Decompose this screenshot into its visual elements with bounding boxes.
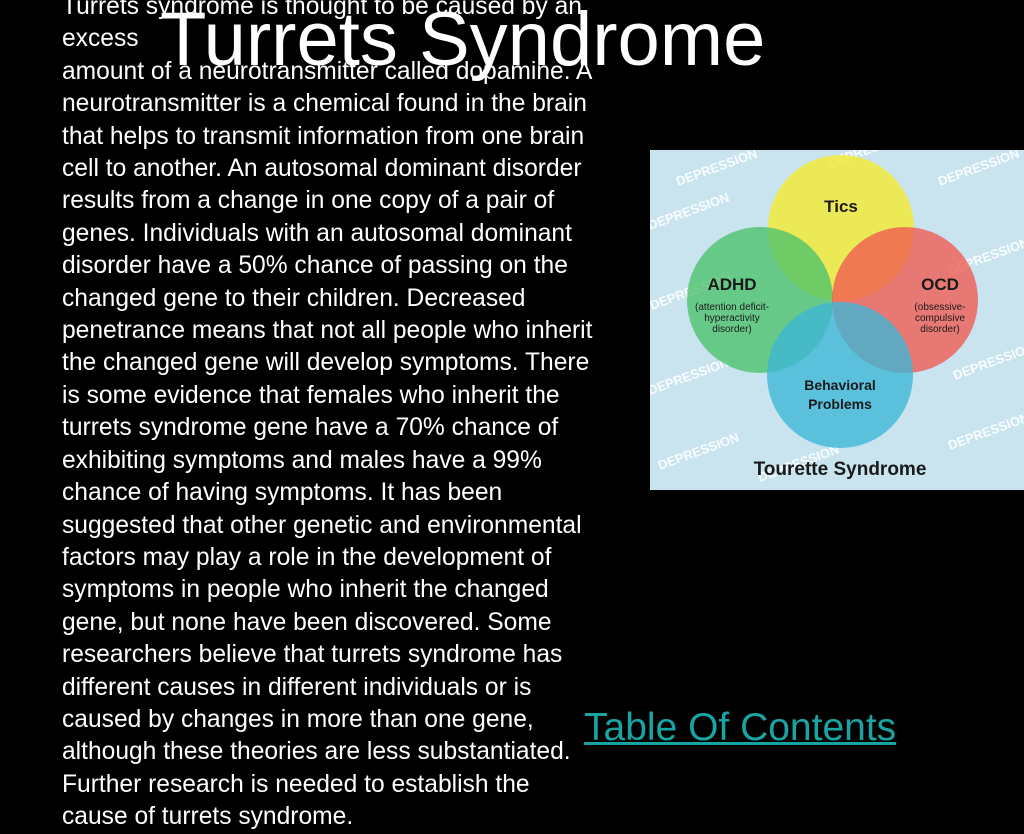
body-line: cause of turrets syndrome. [62, 803, 354, 831]
body-line: exhibiting symptoms and males have a 99% [62, 446, 542, 474]
body-line: suggested that other genetic and environ… [62, 511, 582, 539]
behavioral-label: Behavioral [804, 377, 876, 393]
body-line: genes. Individuals with an autosomal dom… [62, 219, 572, 247]
adhd-sub-label: hyperactivity [704, 313, 760, 324]
body-line: penetrance means that not all people who… [62, 317, 593, 345]
body-line: that helps to transmit information from … [62, 122, 585, 150]
body-line: caused by changes in more than one gene, [62, 705, 534, 733]
body-line: researchers believe that turrets syndrom… [62, 641, 563, 669]
body-line: Turrets syndrome is thought to be caused… [62, 0, 582, 53]
venn-diagram-svg: DEPRESSION DEPRESSION DEPRESSION DEPRESS… [650, 150, 1024, 490]
ocd-sub-label: (obsessive- [914, 302, 965, 313]
body-line: Further research is needed to establish … [62, 770, 530, 798]
adhd-sub-label: disorder) [712, 324, 751, 335]
body-line: chance of having symptoms. It has been [62, 479, 503, 507]
body-line: disorder have a 50% chance of passing on… [62, 252, 568, 280]
behavioral-circle [767, 302, 913, 448]
diagram-caption: Tourette Syndrome [754, 459, 927, 480]
body-line: although these theories are less substan… [62, 738, 571, 766]
body-line: the changed gene will develop symptoms. … [62, 349, 590, 377]
body-line: factors may play a role in the developme… [62, 543, 552, 571]
body-line: turrets syndrome gene have a 70% chance … [62, 414, 559, 442]
table-of-contents-link[interactable]: Table Of Contents [584, 706, 897, 749]
tics-label: Tics [824, 197, 858, 216]
body-line: neurotransmitter is a chemical found in … [62, 90, 587, 118]
body-text: Turrets syndrome is thought to be caused… [62, 0, 652, 834]
body-line: gene, but none have been discovered. Som… [62, 608, 552, 636]
slide-title: Turrets Syndrome [160, 0, 766, 82]
body-line: symptoms in people who inherit the chang… [62, 576, 549, 604]
ocd-sub-label: compulsive [915, 313, 965, 324]
body-line: changed gene to their children. Decrease… [62, 284, 526, 312]
body-line: results from a change in one copy of a p… [62, 187, 555, 215]
body-line: cell to another. An autosomal dominant d… [62, 155, 582, 183]
ocd-label: OCD [921, 275, 959, 294]
adhd-label: ADHD [707, 275, 756, 294]
body-line: is some evidence that females who inheri… [62, 381, 560, 409]
adhd-sub-label: (attention deficit- [695, 302, 769, 313]
venn-diagram-image: DEPRESSION DEPRESSION DEPRESSION DEPRESS… [650, 150, 1024, 490]
ocd-sub-label: disorder) [920, 324, 959, 335]
body-line: different causes in different individual… [62, 673, 532, 701]
behavioral-label: Problems [808, 396, 872, 412]
body-line: amount of a neurotransmitter called dopa… [62, 57, 593, 85]
